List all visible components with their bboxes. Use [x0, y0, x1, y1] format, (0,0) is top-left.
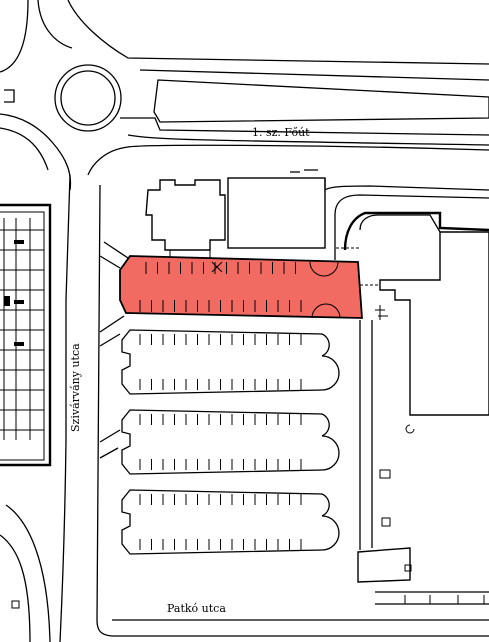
- highlight-stalls-top: [145, 262, 296, 274]
- side-street-edges: [0, 144, 489, 642]
- parking-rows: [121, 329, 340, 555]
- highlight-stalls-bottom: [139, 300, 302, 312]
- right-side-structures: [324, 178, 489, 605]
- road-islands: [153, 79, 489, 173]
- square-marker: [11, 600, 20, 609]
- main-road-label: 1. sz. Főút: [252, 126, 310, 139]
- roundabout: [0, 0, 489, 191]
- upper-buildings: [145, 177, 326, 258]
- parking-row: [121, 409, 340, 475]
- left-building-block: [0, 203, 52, 467]
- access-lanes: [99, 241, 129, 459]
- parking-row: [121, 489, 340, 555]
- side-street-label: Szivárvány utca: [69, 343, 82, 432]
- bottom-street-label: Patkó utca: [167, 602, 226, 615]
- highlighted-parking-area: [119, 255, 363, 319]
- parking-row: [121, 329, 340, 395]
